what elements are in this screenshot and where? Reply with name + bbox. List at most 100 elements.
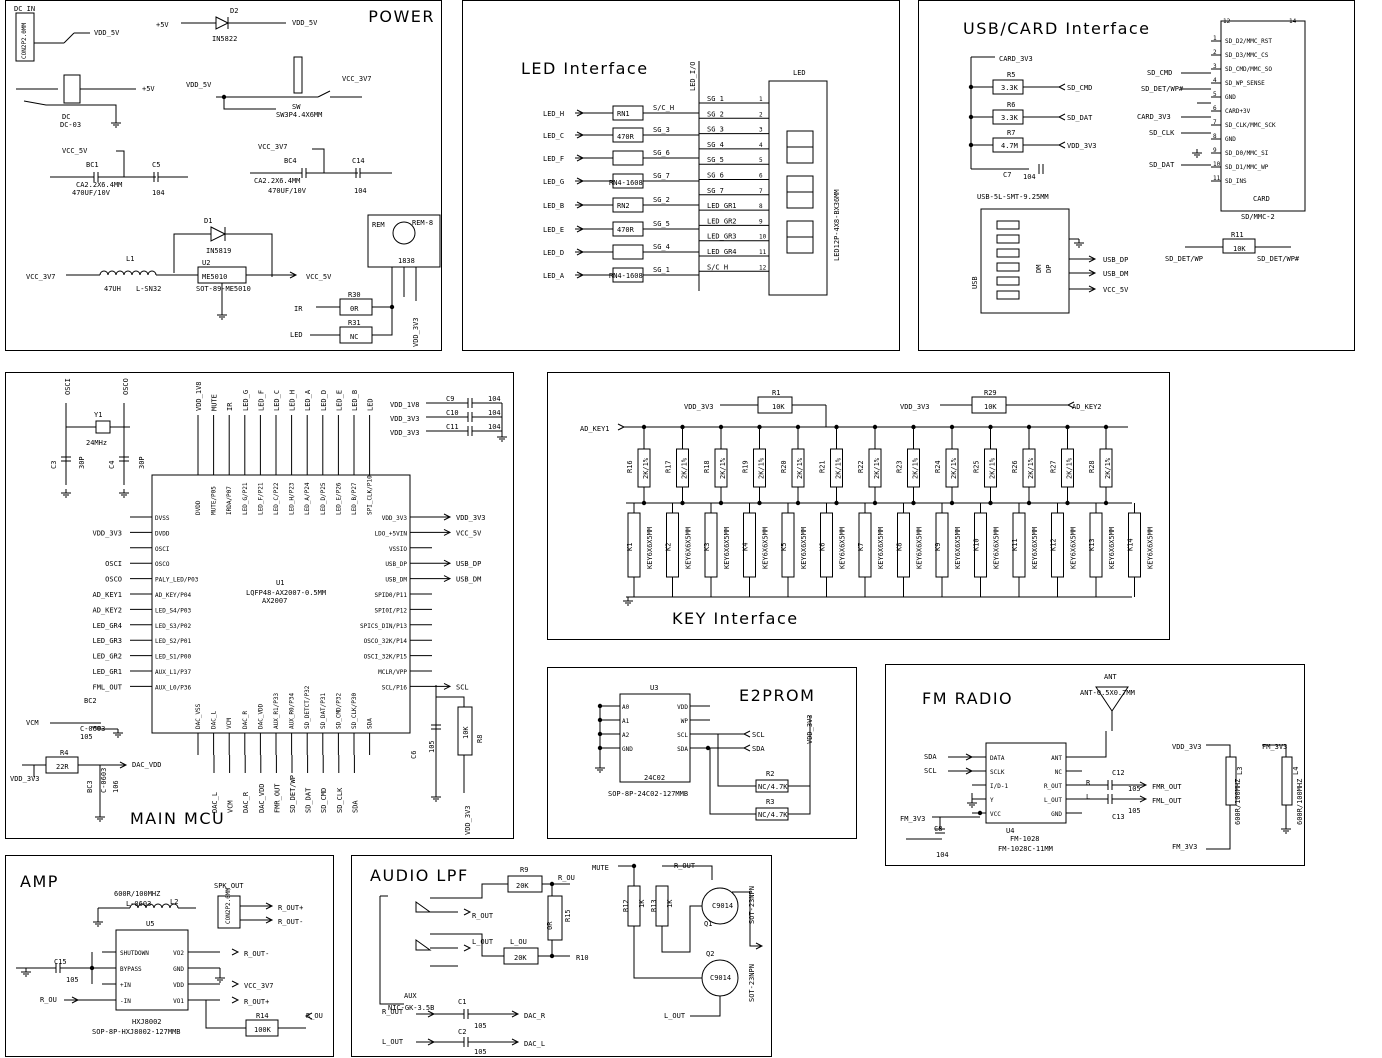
net-label: R30 <box>348 291 361 299</box>
net-label: 2K/1% <box>719 457 727 479</box>
net-label: 2K/1% <box>950 457 958 479</box>
net-label: SOT-23NPN <box>748 964 756 1002</box>
wire <box>717 734 756 787</box>
net-label: 10 <box>1213 161 1221 168</box>
net-label: 2K/1% <box>758 457 766 479</box>
net-label: DAC_VDD <box>257 703 264 729</box>
net-label: KEY6X6X5MM <box>1070 527 1078 569</box>
main-mcu-title: MAIN MCU <box>130 809 226 828</box>
usb-pin <box>996 290 1020 300</box>
net-label: FMR_OUT <box>273 783 281 813</box>
net-label: VO2 <box>173 950 184 957</box>
net-label: LED_S2/P01 <box>155 638 192 645</box>
power-title: POWER <box>368 7 435 26</box>
net-label: DVDD <box>155 530 170 537</box>
net-label: REM-8 <box>412 219 433 227</box>
junction-dot <box>1103 424 1109 430</box>
net-label: SD_DAT/P31 <box>320 692 327 729</box>
led-net-label: LED_B <box>543 202 564 210</box>
net-label: 104 <box>936 851 949 859</box>
net-label: DAC_L <box>524 1040 545 1048</box>
net-label: VCC_3V7 <box>244 982 274 990</box>
net-label: SD_CLK <box>336 787 344 813</box>
net-label: FM_3V3 <box>1172 843 1197 851</box>
net-label: R_OUT <box>472 912 494 920</box>
fm-radio-circuit: ANTANT-0.5X0.7MMDATASCLKI/D-1YVCCANTNCR_… <box>900 673 1304 859</box>
net-label: R <box>1086 779 1091 787</box>
net-label: LED <box>793 69 806 77</box>
net-label: L3 <box>1236 767 1244 775</box>
wire <box>742 744 751 752</box>
inductor-coil <box>99 270 157 276</box>
net-label: VCC_5V <box>62 147 88 155</box>
net-label: NC/4.7K <box>758 783 788 791</box>
net-label: KEY6X6X5MM <box>800 527 808 569</box>
net-label: HXJ8002 <box>132 1018 162 1026</box>
net-label: IN5819 <box>206 247 231 255</box>
net-label: USB_DM <box>385 577 407 584</box>
net-label: SPICS_DIN/P13 <box>360 623 407 630</box>
net-label: AD_KEY1 <box>580 425 610 433</box>
net-label: LED12P-4X8-BX36MM <box>833 189 841 261</box>
net-label: BC4 <box>284 157 297 165</box>
net-label: R5 <box>1007 71 1015 79</box>
net-label: CON2P2.0MM <box>225 887 232 924</box>
net-label: R26 <box>1011 460 1019 473</box>
net-label: LED_C/P22 <box>273 482 280 515</box>
net-label: BC1 <box>86 161 99 169</box>
net-label: C9014 <box>712 902 733 910</box>
net-label: U3 <box>650 684 658 692</box>
net-label: SOT-23NPN <box>748 886 756 924</box>
wire <box>116 150 125 177</box>
net-label: NIC-GK-3.5B <box>388 1004 434 1012</box>
net-label: DAC_R <box>242 711 249 729</box>
net-label: SD_CMD/P32 <box>335 692 342 729</box>
wire <box>576 109 585 117</box>
net-label: +5V <box>156 21 169 29</box>
net-label: 11 <box>1213 175 1221 182</box>
net-label: AD_KEY1 <box>92 591 122 599</box>
net-label: L-0603 <box>126 900 151 908</box>
net-label: 104 <box>152 189 165 197</box>
net-label: 1838 <box>398 257 415 265</box>
junction-dot <box>680 424 685 430</box>
net-label: FM_3V3 <box>900 815 925 823</box>
net-label: MCLR/VPP <box>378 669 407 676</box>
net-label: VDD_3V3 <box>464 805 472 835</box>
led-net-label: LED_E <box>543 226 564 234</box>
net-label: SDA <box>677 746 688 753</box>
e2prom-circuit: U3A0A1A2GNDVDDWPSCLSDA24C02SOP-8P-24C02-… <box>595 684 814 821</box>
net-label: USB <box>971 276 979 289</box>
net-label: 2K/1% <box>835 457 843 479</box>
amp-title: AMP <box>20 872 59 891</box>
net-label: NC <box>1055 769 1063 776</box>
net-label: 10K <box>772 403 785 411</box>
net-label: SD_DAT <box>1149 161 1175 169</box>
net-label: 470R <box>617 133 635 141</box>
net-label: LED_D <box>320 390 328 411</box>
net-label: 106 <box>112 780 120 793</box>
wire <box>317 90 331 98</box>
junction-dot <box>795 424 801 430</box>
key-label: K11 <box>1011 538 1019 551</box>
inductor-coil <box>129 903 179 909</box>
net-label: REM <box>372 221 385 229</box>
net-label: LED_H/P23 <box>289 482 296 515</box>
net-label: VDD_3V3 <box>900 403 930 411</box>
net-label: C8 <box>934 825 942 833</box>
net-label: 100K <box>254 1026 272 1034</box>
net-label: VDD_3V3 <box>1172 743 1202 751</box>
net-label: LED_GR2 <box>92 653 122 661</box>
net-label: 10K <box>462 726 470 739</box>
net-label: OSCO_32K/P14 <box>364 638 408 645</box>
net-label: LDO_+5VIN <box>374 530 407 537</box>
e2prom-title: E2PROM <box>739 686 816 705</box>
net-label: DC <box>62 113 70 121</box>
net-label: 9 <box>1213 147 1217 154</box>
wire <box>205 1000 246 1029</box>
resistor-network <box>612 244 644 260</box>
wire <box>23 100 117 119</box>
